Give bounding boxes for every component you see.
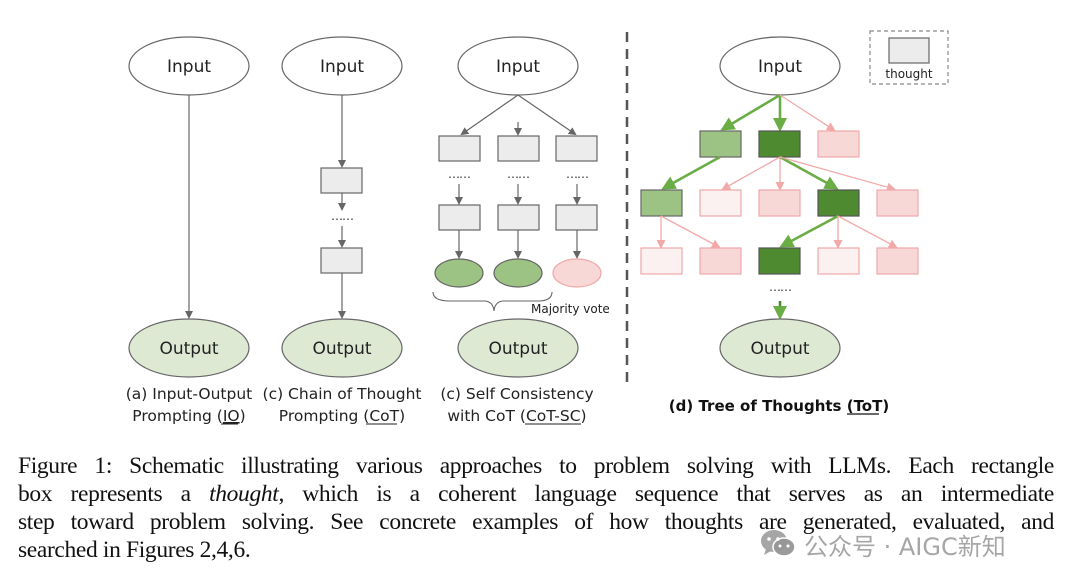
thought-box: [438, 204, 481, 231]
panel-caption: (d) Tree of Thoughts (ToT): [669, 397, 889, 415]
thought-box: [497, 135, 540, 162]
thought-node-bad: [817, 130, 860, 158]
thought-node-bad: [758, 189, 801, 217]
caption-line: box represents a thought, which is a coh…: [18, 480, 1054, 508]
panel-cot: Input …… Output (c) Chain of Thought Pro…: [263, 36, 422, 425]
panel-cot-sc: Input …… …… …… Majority vote Output (c) …: [432, 36, 610, 425]
output-node: [281, 318, 403, 378]
output-node: [128, 318, 250, 378]
edge-pruned: [660, 215, 721, 248]
thought-box: [555, 135, 598, 162]
input-label: Input: [320, 57, 364, 77]
caption-line: step toward problem solving. See concret…: [18, 509, 1054, 535]
ellipsis: ……: [331, 209, 353, 223]
thought-box: [497, 204, 540, 231]
legend-label: thought: [885, 67, 932, 81]
thought-node-bad-faint: [699, 189, 742, 217]
figure-diagram: Input Output (a) Input-Output Prompting …: [126, 30, 949, 425]
output-label: Output: [488, 339, 547, 359]
answer-node-bad: [552, 258, 602, 288]
caption-line: searched in Figures 2,4,6.: [18, 537, 251, 563]
edge-selected: [661, 155, 721, 190]
panel-io: Input Output (a) Input-Output Prompting …: [126, 36, 253, 425]
legend-thought-swatch: [888, 37, 930, 64]
output-label: Output: [750, 339, 809, 359]
thought-node-bad: [699, 247, 742, 275]
ellipsis: ……: [507, 167, 529, 181]
panel-tot: Input …… Outpu: [640, 36, 919, 415]
output-label: Output: [312, 339, 371, 359]
edge-selected: [779, 214, 839, 248]
thought-box: [438, 135, 481, 162]
arrow: [517, 94, 577, 136]
caption-text: , which is a coherent language sequence …: [278, 481, 1054, 507]
caption-text: box represents a: [18, 481, 210, 507]
thought-node-good-light: [699, 130, 742, 158]
edge-pruned: [779, 156, 896, 192]
panel-caption-line1: (c) Chain of Thought: [263, 385, 422, 403]
thought-node-good-dark: [817, 189, 860, 217]
legend-frame: [869, 30, 949, 85]
thought-node-bad-faint: [640, 247, 683, 275]
edge-selected: [779, 155, 839, 190]
thought-node-good-light: [640, 189, 683, 217]
panel-caption-line1: (a) Input-Output: [126, 385, 253, 403]
edge-pruned: [721, 156, 781, 190]
thought-node-bad: [876, 247, 919, 275]
figure-caption: Figure 1: Schematic illustrating various…: [18, 452, 1054, 564]
arrow: [460, 94, 519, 136]
edge-pruned: [779, 94, 836, 132]
thought-box: [555, 204, 598, 231]
output-label: Output: [159, 339, 218, 359]
panel-caption-line2: Prompting (CoT): [279, 407, 405, 425]
watermark: 公众号 · AIGC新知: [760, 527, 1006, 561]
watermark-text: 公众号 · AIGC新知: [804, 532, 1006, 561]
caption-emphasis: thought: [209, 481, 279, 507]
ellipsis: ……: [769, 280, 791, 294]
input-label: Input: [167, 57, 211, 77]
answer-node-good: [493, 258, 543, 288]
thought-node-good-dark: [758, 247, 801, 275]
input-label: Input: [758, 57, 802, 77]
wechat-icon: [761, 530, 796, 557]
majority-brace: [432, 291, 553, 312]
panel-caption-line1: (c) Self Consistency: [440, 385, 593, 403]
thought-node-bad-faint: [817, 247, 860, 275]
edge-selected: [720, 93, 781, 131]
answer-node-good: [434, 258, 484, 288]
input-label: Input: [496, 57, 540, 77]
panel-caption-line2: Prompting (IO): [132, 407, 245, 425]
output-node: [719, 318, 841, 378]
edge-pruned: [837, 215, 898, 248]
ellipsis: ……: [566, 167, 588, 181]
legend: thought: [869, 30, 949, 85]
thought-box: [320, 167, 363, 194]
majority-vote-label: Majority vote: [531, 302, 610, 316]
panel-caption-line2: with CoT (CoT-SC): [447, 407, 586, 425]
thought-node-good-dark: [758, 130, 801, 158]
thought-node-bad: [876, 189, 919, 217]
output-node: [457, 318, 579, 378]
caption-line: Figure 1: Schematic illustrating various…: [18, 453, 1054, 479]
thought-box: [320, 247, 363, 274]
ellipsis: ……: [448, 167, 470, 181]
